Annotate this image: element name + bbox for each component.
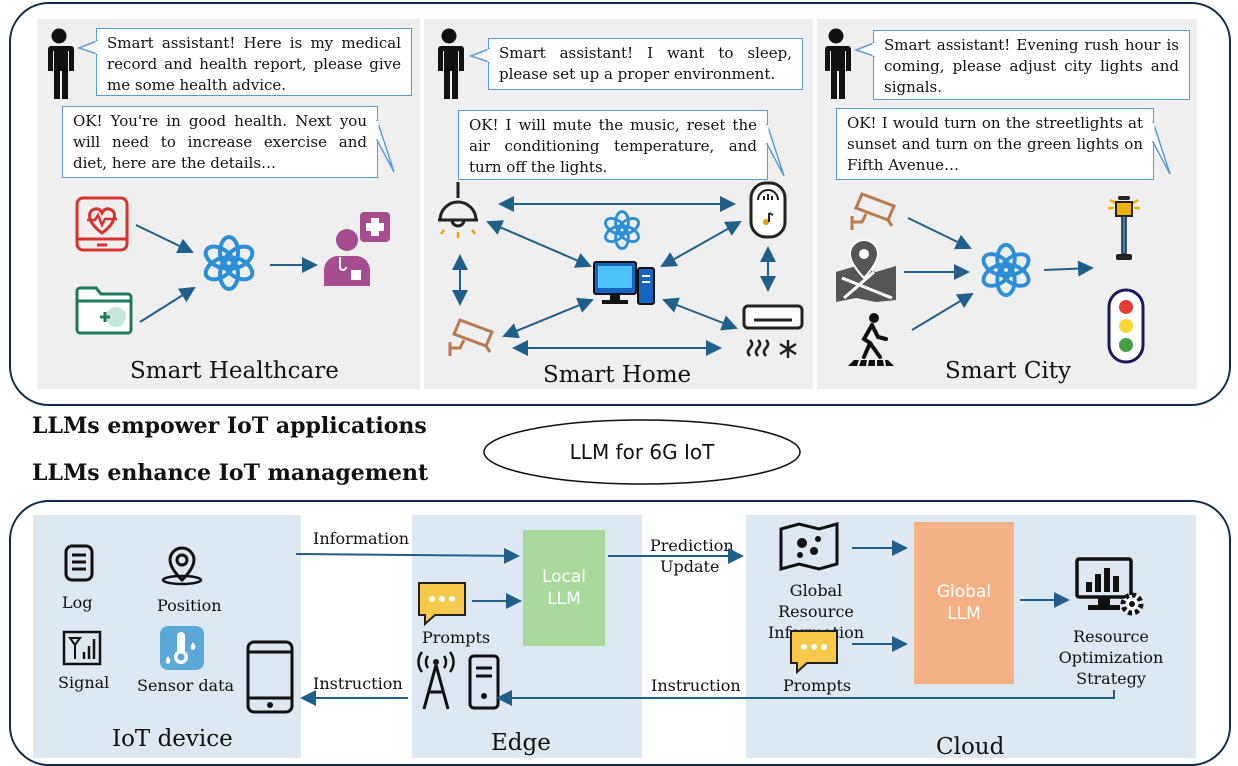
user-message-bubble: Smart assistant! Here is my medical reco… bbox=[96, 28, 412, 96]
instruction-cloud-label: Instruction bbox=[651, 676, 741, 695]
pedestrian-crossing-icon bbox=[848, 313, 894, 367]
position-label: Position bbox=[157, 596, 222, 615]
smart-home-arrows bbox=[452, 196, 776, 356]
instruction-edge-label: Instruction bbox=[313, 674, 403, 693]
panel-title: Smart Home bbox=[543, 362, 692, 388]
smart-city-arrows bbox=[904, 217, 1094, 331]
resource-map-icon bbox=[779, 522, 839, 571]
person-icon bbox=[824, 28, 851, 99]
assistant-reply-bubble: OK! I will mute the music, reset the air… bbox=[458, 110, 768, 180]
assistant-reply-bubble: OK! You're in good health. Next you will… bbox=[62, 106, 378, 178]
map-icon bbox=[836, 238, 896, 302]
information-flow-label: Information bbox=[313, 529, 410, 548]
chatgpt-logo-icon bbox=[981, 242, 1031, 298]
bubble-tail bbox=[1151, 121, 1171, 175]
medical-folder-icon bbox=[75, 286, 133, 335]
edge-title: Edge bbox=[491, 730, 551, 756]
empower-label: LLMs empower IoT applications bbox=[32, 413, 427, 439]
management-frame bbox=[9, 500, 1231, 766]
bubble-tail bbox=[853, 41, 876, 58]
prediction-flow-label: Prediction bbox=[650, 536, 734, 555]
panel-title: Smart Healthcare bbox=[130, 358, 339, 384]
smartphone-icon bbox=[246, 640, 294, 714]
smart-speaker-icon bbox=[749, 181, 787, 239]
security-camera-icon bbox=[850, 192, 896, 230]
air-conditioner-icon bbox=[742, 304, 804, 358]
traffic-light-icon bbox=[1107, 288, 1145, 364]
local-llm-box: Local LLM bbox=[523, 530, 605, 646]
local-llm-label: Local LLM bbox=[541, 567, 587, 609]
global-llm-box: Global LLM bbox=[914, 522, 1014, 684]
signal-label: Signal bbox=[58, 673, 110, 692]
prompt-bubble-icon bbox=[418, 582, 466, 627]
person-icon bbox=[47, 28, 74, 99]
prompt-bubble-icon bbox=[790, 630, 838, 675]
user-message-bubble: Smart assistant! Evening rush hour is co… bbox=[873, 30, 1190, 100]
enhance-label: LLMs enhance IoT management bbox=[32, 460, 429, 486]
location-pin-icon bbox=[161, 546, 203, 586]
cloud-title: Cloud bbox=[936, 734, 1005, 760]
strategy-label: Resource Optimization Strategy bbox=[1058, 627, 1164, 688]
user-message-bubble: Smart assistant! I want to sleep, please… bbox=[488, 38, 803, 90]
optimization-monitor-icon bbox=[1075, 557, 1144, 616]
center-ellipse bbox=[483, 419, 801, 485]
streetlight-icon bbox=[1108, 196, 1140, 260]
center-label: LLM for 6G IoT bbox=[569, 440, 715, 464]
global-llm-label: Global LLM bbox=[936, 582, 992, 624]
edge-prompts-label: Prompts bbox=[422, 628, 491, 647]
sensor-data-label: Sensor data bbox=[137, 676, 235, 695]
health-tablet-icon bbox=[75, 196, 129, 252]
log-label: Log bbox=[62, 593, 93, 612]
cloud-prompts-label: Prompts bbox=[783, 676, 852, 695]
log-icon bbox=[64, 544, 94, 582]
computer-icon bbox=[593, 261, 655, 305]
person-icon bbox=[437, 28, 464, 99]
bubble-tail bbox=[375, 119, 395, 173]
iot-device-title: IoT device bbox=[112, 726, 233, 752]
base-station-icon bbox=[417, 651, 500, 710]
applications-frame bbox=[9, 2, 1231, 406]
panel-title: Smart City bbox=[945, 358, 1072, 384]
bubble-tail bbox=[765, 123, 785, 177]
assistant-reply-bubble: OK! I would turn on the streetlights at … bbox=[836, 108, 1154, 180]
bubble-tail bbox=[76, 39, 99, 56]
security-camera-icon bbox=[448, 318, 494, 356]
bubble-tail bbox=[468, 47, 491, 64]
doctor-icon bbox=[324, 212, 390, 286]
ceiling-lamp-icon bbox=[438, 182, 478, 238]
sensor-icon bbox=[160, 626, 204, 670]
healthcare-arrows bbox=[135, 224, 318, 323]
signal-icon bbox=[62, 630, 102, 666]
chatgpt-logo-icon bbox=[203, 235, 255, 291]
update-flow-label: Update bbox=[660, 557, 720, 576]
